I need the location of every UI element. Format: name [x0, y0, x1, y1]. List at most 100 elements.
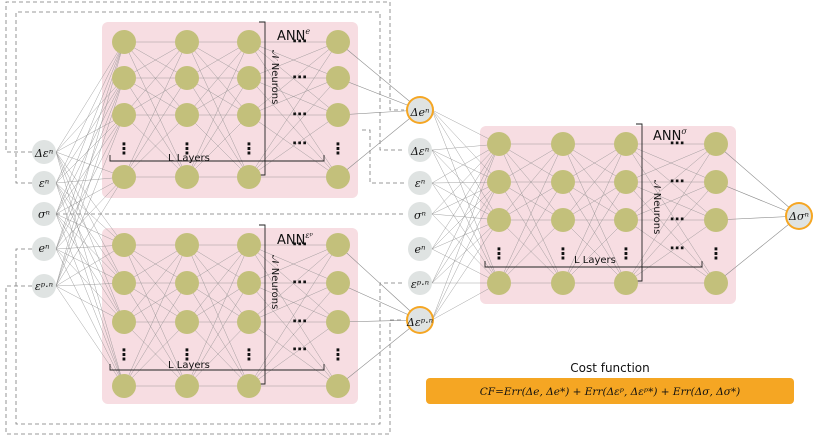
neuron — [237, 103, 261, 127]
neuron — [487, 132, 511, 156]
neuron — [487, 170, 511, 194]
layers-bracket — [109, 364, 325, 371]
cost-function-formula: CF=Err(Δe, Δe*) + Err(Δεᵖ, Δεᵖ*) + Err(Δ… — [480, 386, 740, 398]
connection-line — [55, 248, 125, 284]
neuron — [551, 170, 575, 194]
neuron — [237, 165, 261, 189]
connection-line — [186, 114, 250, 178]
connection-line — [498, 143, 564, 183]
mid-input-node — [408, 271, 432, 295]
input-label-delta-eps: Δεⁿ — [34, 147, 53, 160]
output-labels: Δeⁿ Δεᵖ·ⁿ Δσⁿ — [406, 106, 809, 329]
connection-line — [55, 248, 125, 323]
connection-line — [55, 182, 125, 323]
neuron — [704, 271, 728, 295]
connection-line — [498, 181, 564, 284]
horizontal-ellipsis: ⋯ — [292, 32, 307, 50]
horizontal-ellipsis: ⋯ — [292, 340, 307, 358]
layers-bracket — [484, 261, 703, 268]
input-node — [32, 237, 56, 261]
connection-line — [337, 319, 421, 387]
connection-line — [337, 244, 421, 321]
neuron — [614, 208, 638, 232]
neuron — [175, 233, 199, 257]
connection-line — [431, 109, 500, 221]
connection-line — [55, 213, 125, 284]
connection-line — [431, 219, 500, 321]
connection-line — [55, 182, 125, 284]
horizontal-ellipsis: ⋯ — [292, 134, 307, 152]
connection-line — [248, 244, 339, 284]
connection-line — [55, 151, 125, 284]
ann-ep-layers-label: L Layers — [168, 360, 210, 371]
connection-line — [431, 181, 500, 215]
neuron — [112, 103, 136, 127]
cost-function-title: Cost function — [570, 361, 650, 375]
neuron — [704, 170, 728, 194]
connection-line — [498, 181, 564, 221]
neuron — [614, 271, 638, 295]
connection-line — [431, 109, 500, 183]
neurons-bracket — [636, 123, 643, 282]
connection-line — [186, 244, 250, 323]
connection-line — [431, 181, 500, 250]
connection-line — [248, 77, 339, 116]
neuron — [704, 208, 728, 232]
connection-line — [431, 149, 500, 284]
neuron — [237, 310, 261, 334]
input-label-eps: εⁿ — [39, 177, 49, 190]
neuron — [112, 374, 136, 398]
connection-line — [562, 143, 627, 183]
svg-text:ANNσ: ANNσ — [653, 127, 687, 144]
connection-line — [55, 77, 125, 184]
connection-line — [625, 143, 717, 221]
neuron — [175, 165, 199, 189]
mid-input-node — [408, 202, 432, 226]
nodes: ⋮⋮⋮⋮⋯⋯⋯⋯⋮⋮⋮⋮⋯⋯⋯⋯⋮⋮⋮⋮⋯⋯⋯⋯ — [32, 21, 813, 398]
horizontal-ellipsis: ⋯ — [670, 239, 685, 257]
connection-line — [431, 181, 500, 321]
connection-line — [186, 282, 250, 323]
connection-line — [337, 282, 421, 321]
connection-line — [248, 41, 339, 79]
neuron — [237, 374, 261, 398]
neuron — [326, 233, 350, 257]
horizontal-ellipsis: ⋯ — [292, 273, 307, 291]
vertical-ellipsis: ⋮ — [555, 244, 571, 263]
input-label-e: eⁿ — [39, 242, 50, 255]
connection-line — [123, 282, 188, 387]
neuron — [112, 30, 136, 54]
output-label-delta-e: Δeⁿ — [410, 106, 430, 119]
input-node — [32, 202, 56, 226]
neuron — [326, 374, 350, 398]
neuron — [175, 66, 199, 90]
connection-line — [248, 321, 339, 387]
vertical-ellipsis: ⋮ — [708, 244, 724, 263]
connection-line — [431, 213, 500, 284]
connection-line — [123, 244, 188, 387]
connection-line — [186, 41, 250, 116]
ann-e-panel — [102, 22, 358, 198]
neuron — [237, 271, 261, 295]
mid-input-node — [408, 171, 432, 195]
connection-line — [337, 77, 421, 111]
mid-input-node — [408, 237, 432, 261]
connection-line — [55, 41, 125, 153]
connection-line — [562, 181, 627, 221]
vertical-ellipsis: ⋮ — [241, 139, 257, 158]
connection-line — [625, 219, 717, 284]
connection-line — [431, 143, 500, 284]
connection-line — [186, 244, 250, 387]
connection-line — [123, 114, 188, 178]
connection-line — [123, 244, 188, 284]
connection-line — [123, 77, 188, 178]
ann-e-title-sup: e — [305, 27, 310, 36]
neuron — [175, 374, 199, 398]
dashed-link — [15, 248, 404, 425]
connection-line — [431, 219, 500, 250]
horizontal-ellipsis: ⋯ — [292, 312, 307, 330]
horizontal-ellipsis: ⋯ — [670, 172, 685, 190]
input-labels: Δεⁿ εⁿ σⁿ eⁿ εᵖ·ⁿ — [34, 147, 53, 293]
connection-line — [625, 143, 717, 183]
